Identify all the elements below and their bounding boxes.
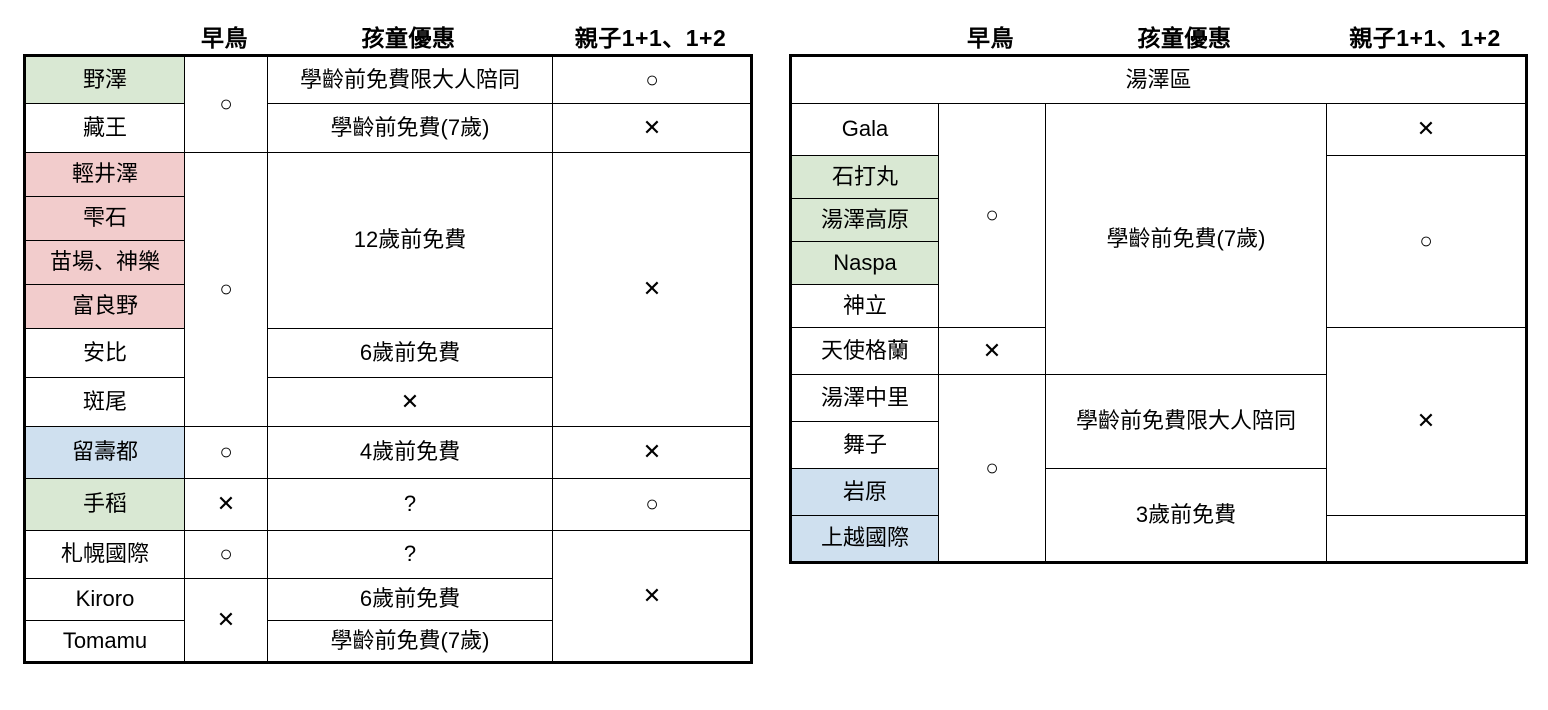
resort-name-cell: 舞子	[790, 421, 939, 469]
child-discount-cell: 學齡前免費(7歲)	[267, 103, 553, 153]
family-plan-cell: ✕	[552, 152, 752, 427]
table-row[interactable]: Kiroro ✕ 6歲前免費	[24, 578, 752, 663]
early-bird-cell: ○	[184, 55, 268, 153]
family-plan-cell: ✕	[552, 426, 752, 479]
early-bird-cell: ✕	[938, 327, 1046, 375]
resort-name-cell: 湯澤高原	[790, 198, 939, 242]
resort-name-cell: 斑尾	[24, 377, 185, 427]
table-row[interactable]: 苗場、神樂	[24, 240, 752, 285]
right-resort-table: 湯澤區 Gala ○ 學齡前免費(7歲) ✕ 石打丸 ○ 湯澤高原	[789, 54, 1529, 564]
child-discount-cell: 3歲前免費	[1045, 468, 1327, 563]
resort-name-cell: Tomamu	[24, 620, 185, 663]
left-header-family-plan: 親子1+1、1+2	[574, 25, 727, 51]
table-row[interactable]: 石打丸 ○	[790, 155, 1528, 328]
family-plan-cell: ✕	[1325, 327, 1528, 516]
table-row[interactable]: 輕井澤 ○ 12歲前免費 ✕	[24, 152, 752, 427]
resort-name-cell: 湯澤中里	[790, 374, 939, 422]
resort-name-cell: 藏王	[24, 103, 185, 153]
left-table-header-row: 早鳥 孩童優惠 親子1+1、1+2	[23, 8, 750, 54]
resort-name-cell: Gala	[790, 103, 939, 156]
child-discount-cell: 12歲前免費	[267, 152, 553, 329]
child-discount-cell: 學齡前免費(7歲)	[1045, 103, 1327, 375]
table-row[interactable]: 湯澤高原	[790, 198, 1527, 242]
region-title-cell: 湯澤區	[789, 55, 1528, 104]
child-discount-cell: 學齡前免費限大人陪同	[1045, 374, 1327, 469]
resort-name-cell: 野澤	[24, 55, 185, 104]
right-header-early-bird: 早鳥	[967, 25, 1014, 51]
table-row[interactable]: 野澤 ○ 學齡前免費限大人陪同 ○	[24, 55, 752, 153]
family-plan-cell: ○	[552, 55, 752, 104]
table-row[interactable]: 安比 6歲前免費	[24, 328, 752, 378]
family-plan-cell: ✕	[1325, 103, 1528, 156]
left-resort-table: 野澤 ○ 學齡前免費限大人陪同 ○ 藏王 學齡前免費(7歲) ✕ 輕井澤 ○ 1…	[23, 54, 753, 664]
family-plan-cell: ✕	[552, 530, 752, 663]
resort-name-cell: 富良野	[24, 284, 185, 329]
child-discount-cell: 6歲前免費	[267, 328, 553, 378]
table-row[interactable]: 湯澤中里 ○ 學齡前免費限大人陪同	[790, 374, 1527, 563]
resort-name-cell: 輕井澤	[24, 152, 185, 197]
early-bird-cell: ✕	[267, 377, 553, 427]
early-bird-cell: ○	[938, 103, 1046, 328]
table-row[interactable]: Naspa	[790, 241, 1527, 285]
child-discount-cell: 學齡前免費限大人陪同	[267, 55, 553, 104]
resort-name-cell: 手稻	[24, 478, 185, 531]
resort-name-cell: 天使格蘭	[790, 327, 939, 375]
resort-name-cell: 石打丸	[790, 155, 939, 199]
resort-name-cell: 苗場、神樂	[24, 240, 185, 285]
left-header-early-bird: 早鳥	[201, 25, 248, 51]
child-discount-cell: 學齡前免費(7歲)	[267, 620, 553, 663]
table-row[interactable]: 札幌國際 ○ ? ✕	[24, 530, 752, 663]
early-bird-cell: ✕	[184, 578, 268, 663]
family-plan-cell: ○	[552, 478, 752, 531]
early-bird-cell: ○	[184, 530, 268, 579]
table-row[interactable]: 岩原 3歲前免費	[790, 468, 1527, 563]
table-section-title-row: 湯澤區	[789, 55, 1528, 104]
table-row[interactable]: 雫石	[24, 196, 752, 241]
resort-name-cell: 留壽都	[24, 426, 185, 479]
resort-name-cell: Naspa	[790, 241, 939, 285]
table-row[interactable]: 斑尾 ✕	[24, 377, 752, 427]
early-bird-cell: ○	[184, 152, 268, 427]
family-plan-cell: ✕	[552, 103, 752, 153]
resort-name-cell: 札幌國際	[24, 530, 185, 579]
early-bird-cell: ✕	[184, 478, 268, 531]
left-header-child-discount: 孩童優惠	[361, 25, 456, 51]
table-row[interactable]: 藏王 學齡前免費(7歲) ✕	[24, 103, 752, 153]
family-plan-cell: ○	[1325, 155, 1528, 328]
resort-name-cell: 岩原	[790, 468, 939, 516]
right-header-child-discount: 孩童優惠	[1137, 25, 1232, 51]
table-row[interactable]: 留壽都 ○ 4歲前免費 ✕	[24, 426, 752, 479]
resort-name-cell: 神立	[790, 284, 939, 328]
right-header-family-plan: 親子1+1、1+2	[1349, 25, 1501, 51]
table-row[interactable]: 神立	[790, 284, 1527, 328]
resort-name-cell: 雫石	[24, 196, 185, 241]
resort-name-cell: 安比	[24, 328, 185, 378]
table-row[interactable]: 天使格蘭 ✕ ✕	[790, 327, 1528, 516]
table-row[interactable]: Gala ○ 學齡前免費(7歲) ✕	[790, 103, 1528, 375]
right-table-block: 早鳥 孩童優惠 親子1+1、1+2 湯澤區 Gala ○ 學齡前免費(7歲) ✕	[789, 8, 1529, 564]
left-table-block: 早鳥 孩童優惠 親子1+1、1+2 野澤 ○ 學齡前免費限大人陪同 ○ 藏王 學…	[23, 8, 753, 664]
child-discount-cell: ?	[267, 478, 553, 531]
table-row[interactable]: 舞子	[790, 421, 1527, 469]
early-bird-cell: ○	[938, 374, 1046, 563]
child-discount-cell: 6歲前免費	[267, 578, 553, 621]
table-row[interactable]: 手稻 ✕ ? ○	[24, 478, 752, 531]
child-discount-cell: 4歲前免費	[267, 426, 553, 479]
table-row[interactable]: Tomamu 學齡前免費(7歲)	[24, 620, 752, 663]
resort-name-cell: Kiroro	[24, 578, 185, 621]
early-bird-cell: ○	[184, 426, 268, 479]
child-discount-cell: ?	[267, 530, 553, 579]
resort-name-cell: 上越國際	[790, 515, 939, 563]
right-table-header-row: 早鳥 孩童優惠 親子1+1、1+2	[789, 8, 1525, 54]
table-row[interactable]: 上越國際	[790, 515, 1527, 563]
